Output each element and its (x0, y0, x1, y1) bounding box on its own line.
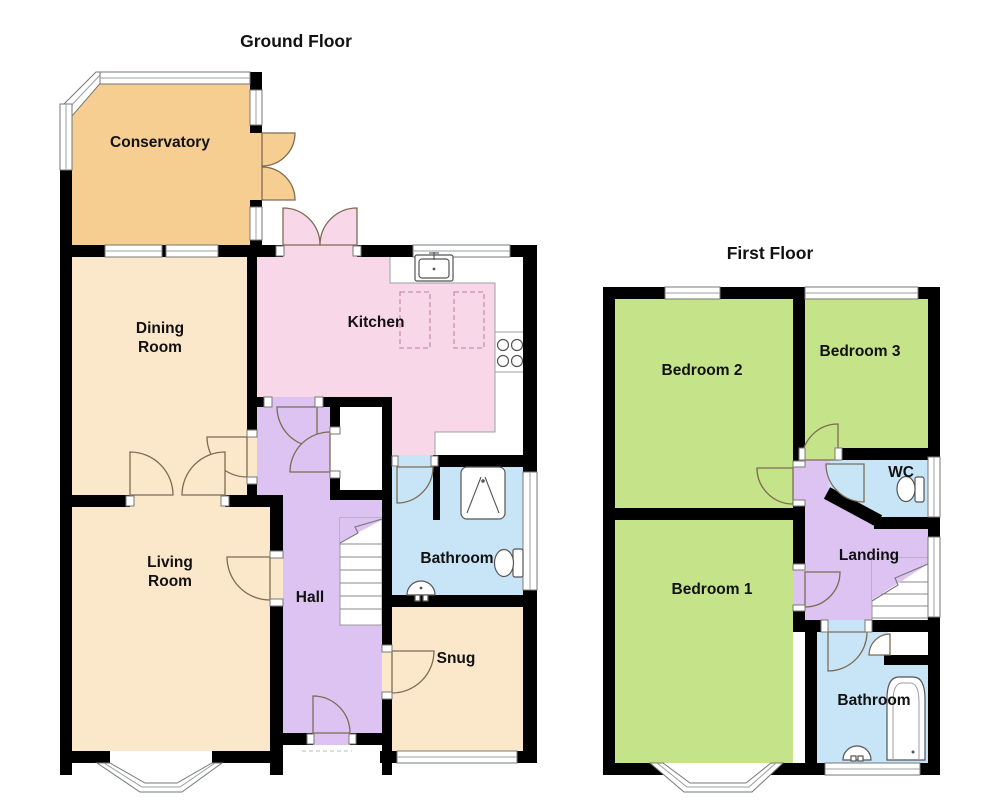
wc-door (825, 463, 865, 503)
ground-floor-plan: Ground Floor Conservatory Dining Room Ki… (59, 31, 538, 793)
hob-icon (496, 338, 524, 368)
kitchen-french-door (319, 207, 358, 246)
room-label-landing: Landing (839, 547, 899, 564)
room-label-dining-1: Dining (136, 320, 184, 337)
room-label-bedroom2: Bedroom 2 (662, 362, 743, 379)
dining-living-double-door (181, 451, 226, 496)
ground-floor-walls (60, 72, 537, 775)
room-label-kitchen: Kitchen (348, 314, 405, 331)
floor-title: Ground Floor (240, 31, 352, 51)
bedroom1-bay-window (648, 762, 785, 793)
bedroom1-door (804, 571, 841, 608)
bathroom-door-gf (396, 466, 434, 504)
first-floor-doors (756, 423, 891, 672)
room-label-hall: Hall (296, 589, 324, 606)
conservatory-double-door (261, 166, 296, 201)
front-door (312, 695, 351, 734)
room-label-living-2: Room (148, 573, 192, 590)
living-door (226, 556, 271, 601)
airing-cupboard-door (868, 633, 891, 656)
bathtub-icon (886, 676, 926, 761)
room-label-wc: WC (888, 464, 914, 481)
stairs-first (871, 557, 929, 631)
ground-floor-labels: Ground Floor Conservatory Dining Room Ki… (110, 31, 494, 667)
room-bedroom3 (805, 299, 928, 448)
kitchen-sink-icon (414, 252, 454, 282)
room-bedroom1 (615, 520, 793, 763)
airing-cupboard (888, 632, 928, 655)
cupboard-door (289, 431, 331, 473)
toilet-icon (493, 548, 524, 578)
first-floor-windows (648, 286, 941, 793)
basin-icon (406, 580, 436, 602)
dining-living-double-door (129, 451, 174, 496)
living-bay-window (95, 762, 224, 793)
room-label-bathroom-gf: Bathroom (420, 550, 493, 567)
first-floor-plan: First Floor Bedroom 2 Bedroom 3 Bedroom … (603, 243, 941, 793)
room-label-bedroom3: Bedroom 3 (820, 343, 901, 360)
ground-floor-doors (125, 132, 439, 745)
floor-title: First Floor (727, 243, 814, 263)
room-conservatory (72, 84, 250, 245)
room-label-snug: Snug (437, 650, 476, 667)
snug-door (391, 650, 435, 694)
bathroom-door-ff (827, 631, 868, 672)
basin-icon (842, 745, 872, 762)
kitchen-unit-dashed (453, 291, 485, 349)
ground-floor-fixtures (399, 252, 524, 602)
conservatory-double-door (261, 132, 296, 167)
kitchen-unit-dashed (399, 291, 431, 349)
first-floor-labels: First Floor Bedroom 2 Bedroom 3 Bedroom … (662, 243, 914, 709)
room-living (72, 507, 270, 751)
understairs-cupboard (340, 407, 382, 490)
ground-floor-windows (59, 71, 538, 793)
toilet-icon (896, 475, 925, 503)
room-label-dining-2: Room (138, 339, 182, 356)
room-label-bedroom1: Bedroom 1 (672, 581, 753, 598)
first-floor-fixtures (842, 475, 926, 762)
first-floor-walls (603, 287, 940, 775)
kitchen-french-door (282, 207, 321, 246)
shower-icon (460, 466, 506, 520)
stairs-ground (339, 517, 383, 626)
bedroom2-door (756, 467, 794, 505)
room-label-bathroom-ff: Bathroom (837, 692, 910, 709)
room-label-conservatory: Conservatory (110, 134, 210, 151)
room-kitchen (257, 253, 495, 462)
room-label-living-1: Living (147, 554, 193, 571)
